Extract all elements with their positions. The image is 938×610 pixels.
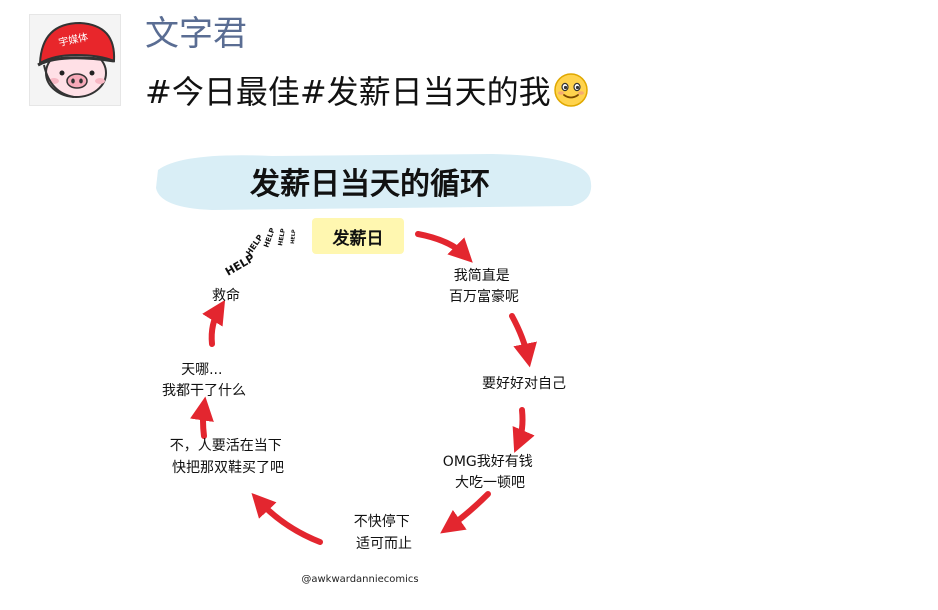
- step-7: 救命: [212, 287, 240, 304]
- help-word-3: HELP: [262, 227, 276, 249]
- help-word-4: HELP: [277, 227, 287, 246]
- title-banner: [156, 154, 592, 210]
- username[interactable]: 文字君: [145, 14, 247, 54]
- smiling-face-icon: [553, 72, 589, 119]
- arrow-7: [202, 299, 226, 347]
- comic-title: 发薪日当天的循环: [249, 167, 490, 202]
- arrow-5: [251, 492, 323, 545]
- step-4: 不快停下 适可而止: [354, 513, 414, 552]
- arrow-6: [190, 396, 214, 439]
- arrow-4: [440, 491, 491, 534]
- arrow-3: [512, 407, 535, 453]
- step-6: 天哪... 我都干了什么: [162, 362, 246, 399]
- step-2: 要好好对自己: [482, 376, 566, 392]
- start-label: 发薪日: [332, 228, 384, 249]
- help-word-5: HELP: [290, 229, 297, 244]
- avatar[interactable]: 宇媒体: [29, 14, 121, 106]
- arrow-1: [415, 231, 473, 263]
- credit: @awkwardanniecomics: [301, 574, 418, 585]
- pig-helmet-icon: 宇媒体: [37, 21, 116, 98]
- post-text: #今日最佳#发薪日当天的我: [145, 70, 589, 119]
- post-image[interactable]: 发薪日当天的循环 发薪日 我简直是 百万富豪呢 要好好对自己 OMG我好有钱: [152, 148, 600, 598]
- arrow-2: [509, 313, 537, 368]
- step-5: 不，人要活在当下 快把那双鞋买了吧: [170, 438, 286, 476]
- step-3: OMG我好有钱 大吃一顿吧: [443, 454, 537, 491]
- post-text-content: #今日最佳#发薪日当天的我: [145, 73, 551, 111]
- start-label-bg: [312, 218, 404, 254]
- cycle-comic: 发薪日当天的循环 发薪日 我简直是 百万富豪呢 要好好对自己 OMG我好有钱: [156, 154, 592, 585]
- step-1: 我简直是 百万富豪呢: [449, 267, 519, 305]
